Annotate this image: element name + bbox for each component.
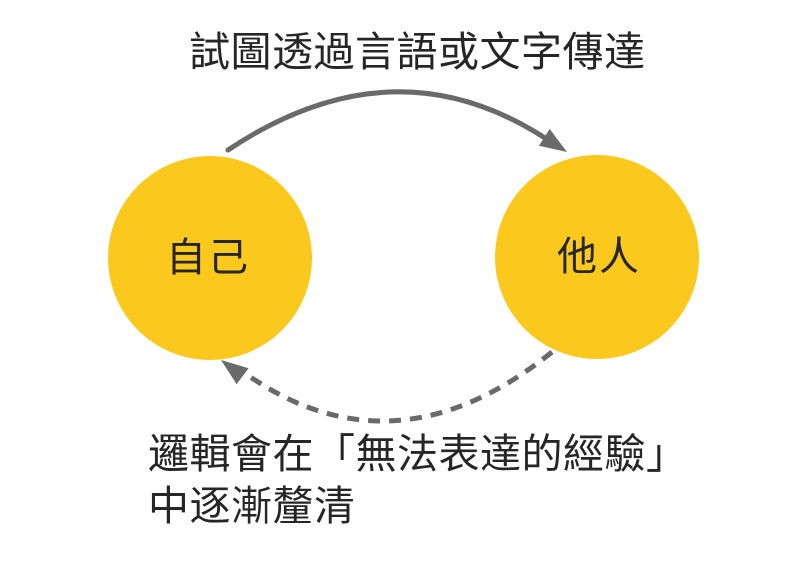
dashed-arrowhead-icon <box>221 360 249 385</box>
solid-arrow-path <box>225 89 548 153</box>
dashed-arrow-path <box>244 350 554 424</box>
bottom-caption: 邏輯會在「無法表達的經驗」 中逐漸釐清 <box>148 428 688 532</box>
top-caption: 試圖透過言語或文字傳達 <box>189 28 646 76</box>
bottom-caption-line2: 中逐漸釐清 <box>148 482 356 530</box>
node-self-label: 自己 <box>166 235 250 281</box>
node-others-circle <box>495 155 699 359</box>
node-self-circle <box>108 156 312 360</box>
node-others-label: 他人 <box>557 234 641 280</box>
solid-arrowhead-icon <box>538 129 567 152</box>
bottom-caption-line1: 邏輯會在「無法表達的經驗」 <box>148 430 688 478</box>
